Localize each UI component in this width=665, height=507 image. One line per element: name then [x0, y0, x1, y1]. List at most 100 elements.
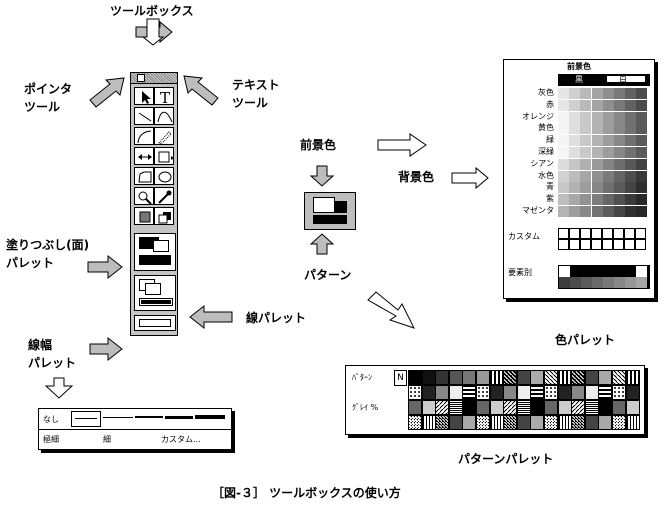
color-swatch[interactable] [602, 147, 614, 158]
color-swatch[interactable] [569, 158, 581, 170]
color-swatch[interactable] [625, 158, 637, 170]
element-color-bottom[interactable] [625, 277, 636, 288]
color-swatch[interactable] [625, 111, 637, 123]
pattern-cell[interactable] [544, 400, 558, 415]
eyedropper-tool[interactable] [154, 187, 174, 205]
pattern-grid[interactable] [408, 370, 640, 430]
pattern-cell[interactable] [503, 400, 518, 415]
fill-shade-tool[interactable] [134, 207, 154, 225]
pattern-cell[interactable] [571, 385, 586, 400]
color-swatch[interactable] [636, 88, 648, 99]
pattern-cell[interactable] [421, 370, 436, 385]
line-thin[interactable]: 細 [103, 435, 111, 444]
color-swatch[interactable] [591, 194, 603, 206]
line-width-2[interactable] [135, 416, 163, 418]
pattern-cell[interactable] [584, 400, 599, 415]
color-swatch[interactable] [558, 194, 569, 206]
custom-color-cell[interactable] [591, 228, 602, 239]
pattern-cell[interactable] [421, 385, 436, 400]
pattern-cell[interactable] [448, 385, 463, 400]
color-swatch[interactable] [558, 99, 569, 111]
color-swatch-grid[interactable] [558, 88, 648, 218]
pattern-cell[interactable] [408, 400, 422, 415]
pattern-cell[interactable] [476, 385, 490, 400]
color-swatch[interactable] [636, 170, 648, 182]
color-swatch[interactable] [591, 135, 603, 147]
color-swatch[interactable] [625, 170, 637, 182]
pattern-cell[interactable] [571, 370, 586, 385]
pattern-cell[interactable] [571, 415, 586, 430]
color-swatch[interactable] [558, 88, 569, 99]
color-swatch[interactable] [625, 182, 637, 194]
color-swatch[interactable] [625, 135, 637, 147]
pattern-cell[interactable] [435, 415, 450, 430]
pattern-cell[interactable] [598, 370, 613, 385]
rectangle-tool[interactable] [154, 147, 174, 165]
color-swatch[interactable] [569, 170, 581, 182]
color-swatch[interactable] [591, 147, 603, 158]
line-custom[interactable]: カスタム... [161, 435, 201, 444]
color-swatch[interactable] [558, 206, 569, 217]
color-swatch[interactable] [636, 182, 648, 194]
color-swatch[interactable] [580, 206, 592, 217]
color-swatch[interactable] [614, 158, 625, 170]
color-swatch[interactable] [614, 135, 625, 147]
custom-color-cell[interactable] [569, 228, 580, 239]
color-swatch[interactable] [569, 123, 581, 135]
color-swatch[interactable] [614, 111, 625, 123]
line-none-button[interactable] [71, 411, 101, 427]
oval-tool[interactable] [154, 167, 174, 185]
custom-color-cell[interactable] [635, 239, 646, 250]
element-color-top[interactable] [625, 266, 636, 277]
pattern-cell[interactable] [435, 400, 450, 415]
pattern-cell[interactable] [435, 385, 450, 400]
close-box-icon[interactable] [137, 74, 145, 82]
color-swatch[interactable] [569, 88, 581, 99]
color-swatch[interactable] [602, 158, 614, 170]
pattern-cell[interactable] [516, 400, 531, 415]
color-swatch[interactable] [580, 170, 592, 182]
pattern-cell[interactable] [625, 385, 640, 400]
element-color-bottom[interactable] [559, 277, 570, 288]
color-swatch[interactable] [625, 206, 637, 217]
pattern-cell[interactable] [530, 400, 545, 415]
line-tool[interactable] [134, 107, 154, 125]
color-swatch[interactable] [625, 147, 637, 158]
pattern-cell[interactable] [598, 400, 613, 415]
color-swatch[interactable] [625, 123, 637, 135]
color-swatch[interactable] [558, 123, 569, 135]
custom-color-cell[interactable] [580, 239, 591, 250]
pattern-cell[interactable] [544, 415, 558, 430]
curve-tool[interactable] [154, 107, 174, 125]
custom-color-grid[interactable] [558, 228, 648, 250]
color-swatch[interactable] [614, 123, 625, 135]
color-swatch[interactable] [558, 135, 569, 147]
pattern-cell[interactable] [489, 415, 504, 430]
color-swatch[interactable] [602, 99, 614, 111]
color-swatch[interactable] [602, 170, 614, 182]
custom-color-cell[interactable] [624, 239, 635, 250]
pattern-cell[interactable] [530, 385, 545, 400]
color-swatch[interactable] [636, 147, 648, 158]
color-swatch[interactable] [625, 88, 637, 99]
pattern-cell[interactable] [421, 415, 436, 430]
color-swatch[interactable] [591, 158, 603, 170]
line-width-preview[interactable] [134, 315, 176, 331]
fill-palette-preview[interactable] [134, 233, 176, 271]
custom-color-cell[interactable] [580, 228, 591, 239]
pattern-cell[interactable] [476, 400, 490, 415]
pattern-cell[interactable] [462, 400, 477, 415]
pattern-cell[interactable] [462, 385, 477, 400]
color-swatch[interactable] [614, 147, 625, 158]
color-swatch[interactable] [558, 182, 569, 194]
pattern-cell[interactable] [612, 385, 626, 400]
pattern-cell[interactable] [598, 385, 613, 400]
color-swatch[interactable] [580, 194, 592, 206]
color-swatch[interactable] [591, 206, 603, 217]
custom-color-cell[interactable] [591, 239, 602, 250]
element-color-bottom[interactable] [603, 277, 614, 288]
color-swatch[interactable] [580, 135, 592, 147]
custom-color-cell[interactable] [602, 228, 613, 239]
color-swatch[interactable] [636, 194, 648, 206]
pattern-cell[interactable] [557, 415, 572, 430]
